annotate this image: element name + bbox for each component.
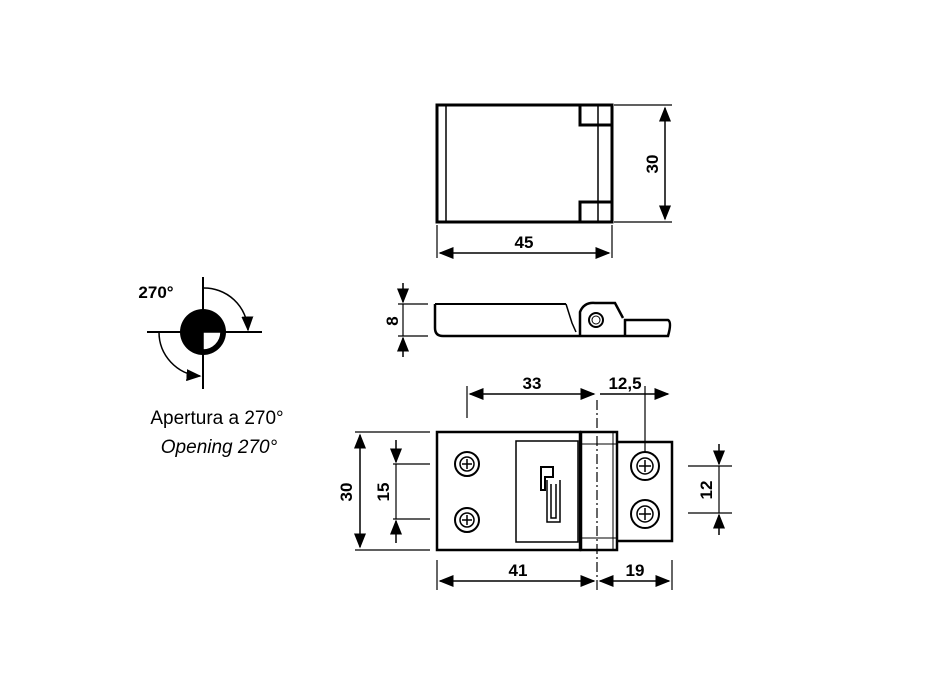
- caption-italian: Apertura a 270°: [150, 408, 283, 429]
- rotation-angle-label: 270°: [138, 283, 173, 302]
- caption-english: Opening 270°: [161, 437, 278, 458]
- dim-label-41: 41: [509, 561, 528, 580]
- side-view: [397, 283, 672, 357]
- dim-label-19: 19: [626, 561, 645, 580]
- dim-label-33: 33: [523, 374, 542, 393]
- dim-label-12-5: 12,5: [608, 374, 641, 393]
- dim-label-30-top: 30: [643, 155, 662, 174]
- dim-label-15: 15: [374, 483, 393, 502]
- top-view: [435, 103, 672, 259]
- dim-label-8: 8: [383, 316, 402, 325]
- front-view: [354, 386, 732, 590]
- rotation-symbol: [147, 277, 262, 389]
- dim-label-45: 45: [515, 233, 534, 252]
- dim-label-30-front: 30: [337, 483, 356, 502]
- dim-label-12: 12: [697, 481, 716, 500]
